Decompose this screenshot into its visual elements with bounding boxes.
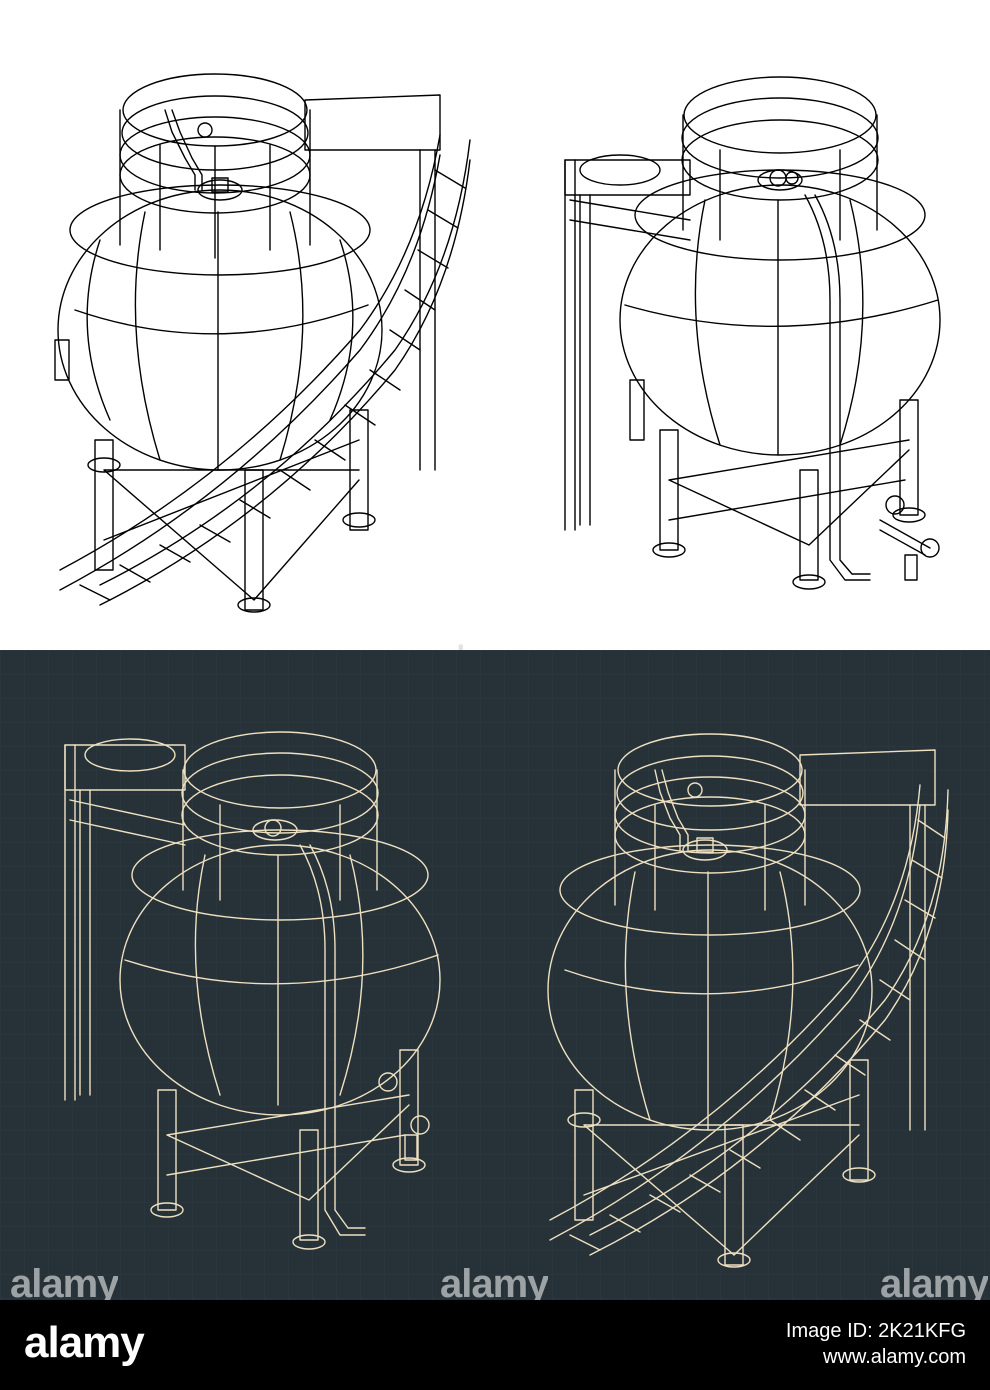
top-drawings [54, 73, 941, 613]
footer-bar: alamy Image ID: 2K21KFG www.alamy.com [0, 1300, 990, 1390]
tank-top-right [564, 76, 941, 590]
tank-bottom-left [64, 731, 441, 1250]
tank-bottom-right [547, 733, 949, 1268]
image-id-label: Image ID: 2K21KFG [785, 1320, 966, 1342]
top-panel: alamy [0, 0, 990, 673]
blueprint-grid [0, 650, 990, 1300]
watermark-left: alamy [10, 1268, 119, 1300]
bottom-panel [0, 650, 990, 1300]
watermark-center: alamy [440, 1268, 549, 1300]
site-link[interactable]: www.alamy.com [823, 1346, 966, 1368]
footer-logo[interactable]: alamy [24, 1318, 145, 1367]
watermark-right: alamy [880, 1268, 989, 1300]
tank-top-left [54, 73, 471, 613]
footer-image-info: Image ID: 2K21KFG www.alamy.com [786, 1318, 966, 1370]
bottom-drawings [0, 650, 990, 1300]
